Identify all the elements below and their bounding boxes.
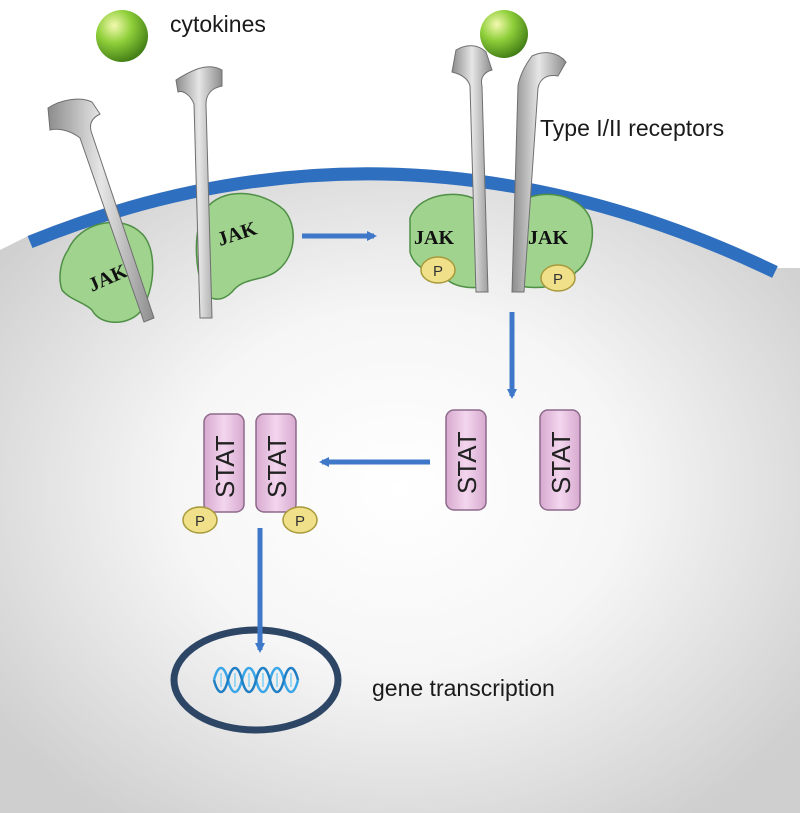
phospho-badge-4: P: [282, 506, 318, 534]
svg-text:STAT: STAT: [546, 431, 576, 494]
svg-text:STAT: STAT: [452, 431, 482, 494]
receptors-label: Type I/II receptors: [540, 115, 724, 141]
cytokine-icon-2: [480, 10, 528, 58]
stat-protein-1: STAT: [203, 413, 245, 513]
svg-text:P: P: [195, 513, 205, 530]
svg-text:P: P: [433, 263, 443, 280]
cell-membrane: [27, 167, 778, 278]
phospho-badge-2: P: [540, 264, 576, 292]
phospho-badge-1: P: [420, 256, 456, 284]
cytokine-icon-1: [96, 10, 148, 62]
receptor-active-1: [451, 45, 493, 293]
receptor-inactive-2: [175, 66, 223, 319]
dna-icon: [212, 666, 300, 694]
jak-label-right-1: JAK: [414, 227, 454, 249]
svg-text:P: P: [295, 513, 305, 530]
receptor-active-2: [511, 52, 567, 293]
gene-transcription-label: gene transcription: [372, 675, 555, 701]
svg-text:P: P: [553, 271, 563, 288]
nucleus: [170, 626, 342, 734]
stat-protein-4: STAT: [539, 409, 581, 511]
stat-protein-3: STAT: [445, 409, 487, 511]
receptor-inactive-1: [47, 98, 155, 323]
phospho-badge-3: P: [182, 506, 218, 534]
stat-protein-2: STAT: [255, 413, 297, 513]
jak-label-right-2: JAK: [528, 227, 568, 249]
svg-text:STAT: STAT: [262, 435, 292, 498]
svg-text:STAT: STAT: [210, 435, 240, 498]
cytokines-label: cytokines: [170, 11, 266, 37]
cell-cytoplasm: [0, 167, 800, 813]
